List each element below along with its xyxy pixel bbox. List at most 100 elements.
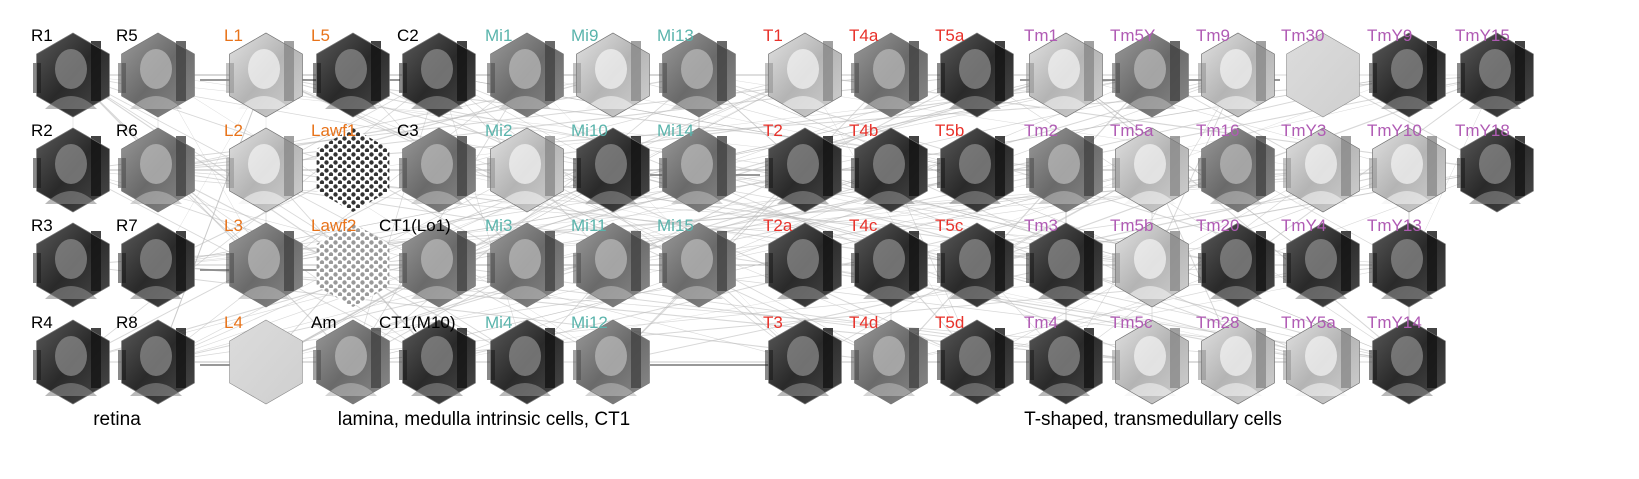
cell-hex-mi4 bbox=[487, 319, 564, 405]
cell-hex-mi3 bbox=[487, 222, 564, 308]
cell-label-lawf1: Lawf1 bbox=[311, 121, 357, 140]
cell-label-tmy14: TmY14 bbox=[1367, 313, 1422, 332]
cell-hex-r1 bbox=[33, 32, 110, 118]
cell-hex-mi10 bbox=[573, 127, 650, 213]
cell-hex-mi2 bbox=[487, 127, 564, 213]
cell-label-t5d: T5d bbox=[935, 313, 965, 332]
cell-hex-t4a bbox=[851, 32, 928, 118]
cell-hex-tm16 bbox=[1198, 127, 1275, 213]
cell-hex-tm2 bbox=[1026, 127, 1103, 213]
cell-label-t5b: T5b bbox=[935, 121, 965, 140]
connection-line bbox=[804, 74, 978, 363]
cell-hex-tm1 bbox=[1026, 32, 1103, 118]
cell-label-tm2: Tm2 bbox=[1024, 121, 1058, 140]
cell-hex-r7 bbox=[118, 222, 195, 308]
cell-label-tm5c: Tm5c bbox=[1110, 313, 1153, 332]
cell-label-tm28: Tm28 bbox=[1196, 313, 1240, 332]
cell-label-r3: R3 bbox=[31, 216, 53, 235]
cell-hex-tm5c bbox=[1112, 319, 1189, 405]
cell-hex-t5b bbox=[937, 127, 1014, 213]
cell-hex-mi14 bbox=[659, 127, 736, 213]
cell-label-l3: L3 bbox=[224, 216, 243, 235]
cell-label-t4a: T4a bbox=[849, 26, 879, 45]
cell-label-l2: L2 bbox=[224, 121, 243, 140]
cell-hex-mi11 bbox=[573, 222, 650, 308]
connection-line bbox=[157, 74, 614, 363]
cell-hex-r5 bbox=[118, 32, 195, 118]
cell-label-t4d: T4d bbox=[849, 313, 879, 332]
cell-label-r5: R5 bbox=[116, 26, 138, 45]
connection-line bbox=[72, 74, 1067, 363]
connection-line bbox=[1065, 169, 1324, 363]
cell-label-tm9: Tm9 bbox=[1196, 26, 1230, 45]
cell-label-tmy15: TmY15 bbox=[1455, 26, 1510, 45]
connection-line bbox=[1065, 74, 1410, 363]
connection-line bbox=[265, 74, 1239, 363]
connection-line bbox=[157, 74, 267, 363]
cell-label-tmy13: TmY13 bbox=[1367, 216, 1422, 235]
cell-label-mi3: Mi3 bbox=[485, 216, 513, 235]
cell-hex-mi13 bbox=[659, 32, 736, 118]
connection-line bbox=[438, 74, 1153, 363]
cell-label-am: Am bbox=[311, 313, 337, 332]
cell-label-r6: R6 bbox=[116, 121, 138, 140]
connection-line bbox=[157, 74, 1410, 363]
group-label-lamina-medulla: lamina, medulla intrinsic cells, CT1 bbox=[337, 409, 631, 430]
connection-line bbox=[976, 74, 1410, 363]
connection-line bbox=[352, 74, 528, 363]
cell-label-tmy4: TmY4 bbox=[1281, 216, 1327, 235]
cell-label-lawf2: Lawf2 bbox=[311, 216, 357, 235]
connection-line bbox=[72, 264, 892, 363]
cell-label-tm4: Tm4 bbox=[1024, 313, 1058, 332]
cell-hex-mi1 bbox=[487, 32, 564, 118]
cell-hex-tm5y bbox=[1112, 32, 1189, 118]
connection-line bbox=[72, 74, 440, 363]
cell-label-r7: R7 bbox=[116, 216, 138, 235]
cell-label-t3: T3 bbox=[763, 313, 783, 332]
cell-label-l4: L4 bbox=[224, 313, 243, 332]
cell-label-mi12: Mi12 bbox=[571, 313, 608, 332]
cell-label-mi1: Mi1 bbox=[485, 26, 513, 45]
cell-label-mi15: Mi15 bbox=[657, 216, 694, 235]
cell-hex-tmy4 bbox=[1283, 222, 1360, 308]
cell-label-l1: L1 bbox=[224, 26, 243, 45]
cell-label-tmy9: TmY9 bbox=[1367, 26, 1413, 45]
connection-line bbox=[265, 74, 892, 363]
cell-label-tmy18: TmY18 bbox=[1455, 121, 1510, 140]
cell-hex-lawf2 bbox=[316, 223, 390, 307]
cell-label-tm20: Tm20 bbox=[1196, 216, 1240, 235]
cell-hex-tmy15 bbox=[1457, 32, 1534, 118]
cell-hex-tmy14 bbox=[1369, 319, 1446, 405]
cell-label-c3: C3 bbox=[397, 121, 419, 140]
cell-hex-t2a bbox=[765, 222, 842, 308]
connection-line bbox=[72, 74, 614, 363]
cell-label-mi10: Mi10 bbox=[571, 121, 608, 140]
cell-label-mi14: Mi14 bbox=[657, 121, 694, 140]
cell-label-t5c: T5c bbox=[935, 216, 964, 235]
group-label-t-transmedullary: T-shaped, transmedullary cells bbox=[1024, 409, 1282, 430]
cell-label-t2a: T2a bbox=[763, 216, 793, 235]
connection-line bbox=[265, 74, 806, 363]
cell-hex-r6 bbox=[118, 127, 195, 213]
cell-hex-ct1-m10- bbox=[399, 319, 476, 405]
cell-hex-r8 bbox=[118, 319, 195, 405]
cell-hex-tm30 bbox=[1286, 32, 1360, 118]
cell-hex-t5c bbox=[937, 222, 1014, 308]
cell-label-tm3: Tm3 bbox=[1024, 216, 1058, 235]
cell-hex-r3 bbox=[33, 222, 110, 308]
cell-label-c2: C2 bbox=[397, 26, 419, 45]
cell-hex-r2 bbox=[33, 127, 110, 213]
cell-hex-tm5a bbox=[1112, 127, 1189, 213]
cell-label-t2: T2 bbox=[763, 121, 783, 140]
cell-hex-t1 bbox=[765, 32, 842, 118]
cell-hex-tmy13 bbox=[1369, 222, 1446, 308]
cell-label-r1: R1 bbox=[31, 26, 53, 45]
cell-hex-c3 bbox=[399, 127, 476, 213]
cell-hex-t4b bbox=[851, 127, 928, 213]
cell-hex-t5d bbox=[937, 319, 1014, 405]
cell-hex-l1 bbox=[226, 32, 303, 118]
cell-hex-tmy9 bbox=[1369, 32, 1446, 118]
connection-line bbox=[265, 74, 1498, 363]
